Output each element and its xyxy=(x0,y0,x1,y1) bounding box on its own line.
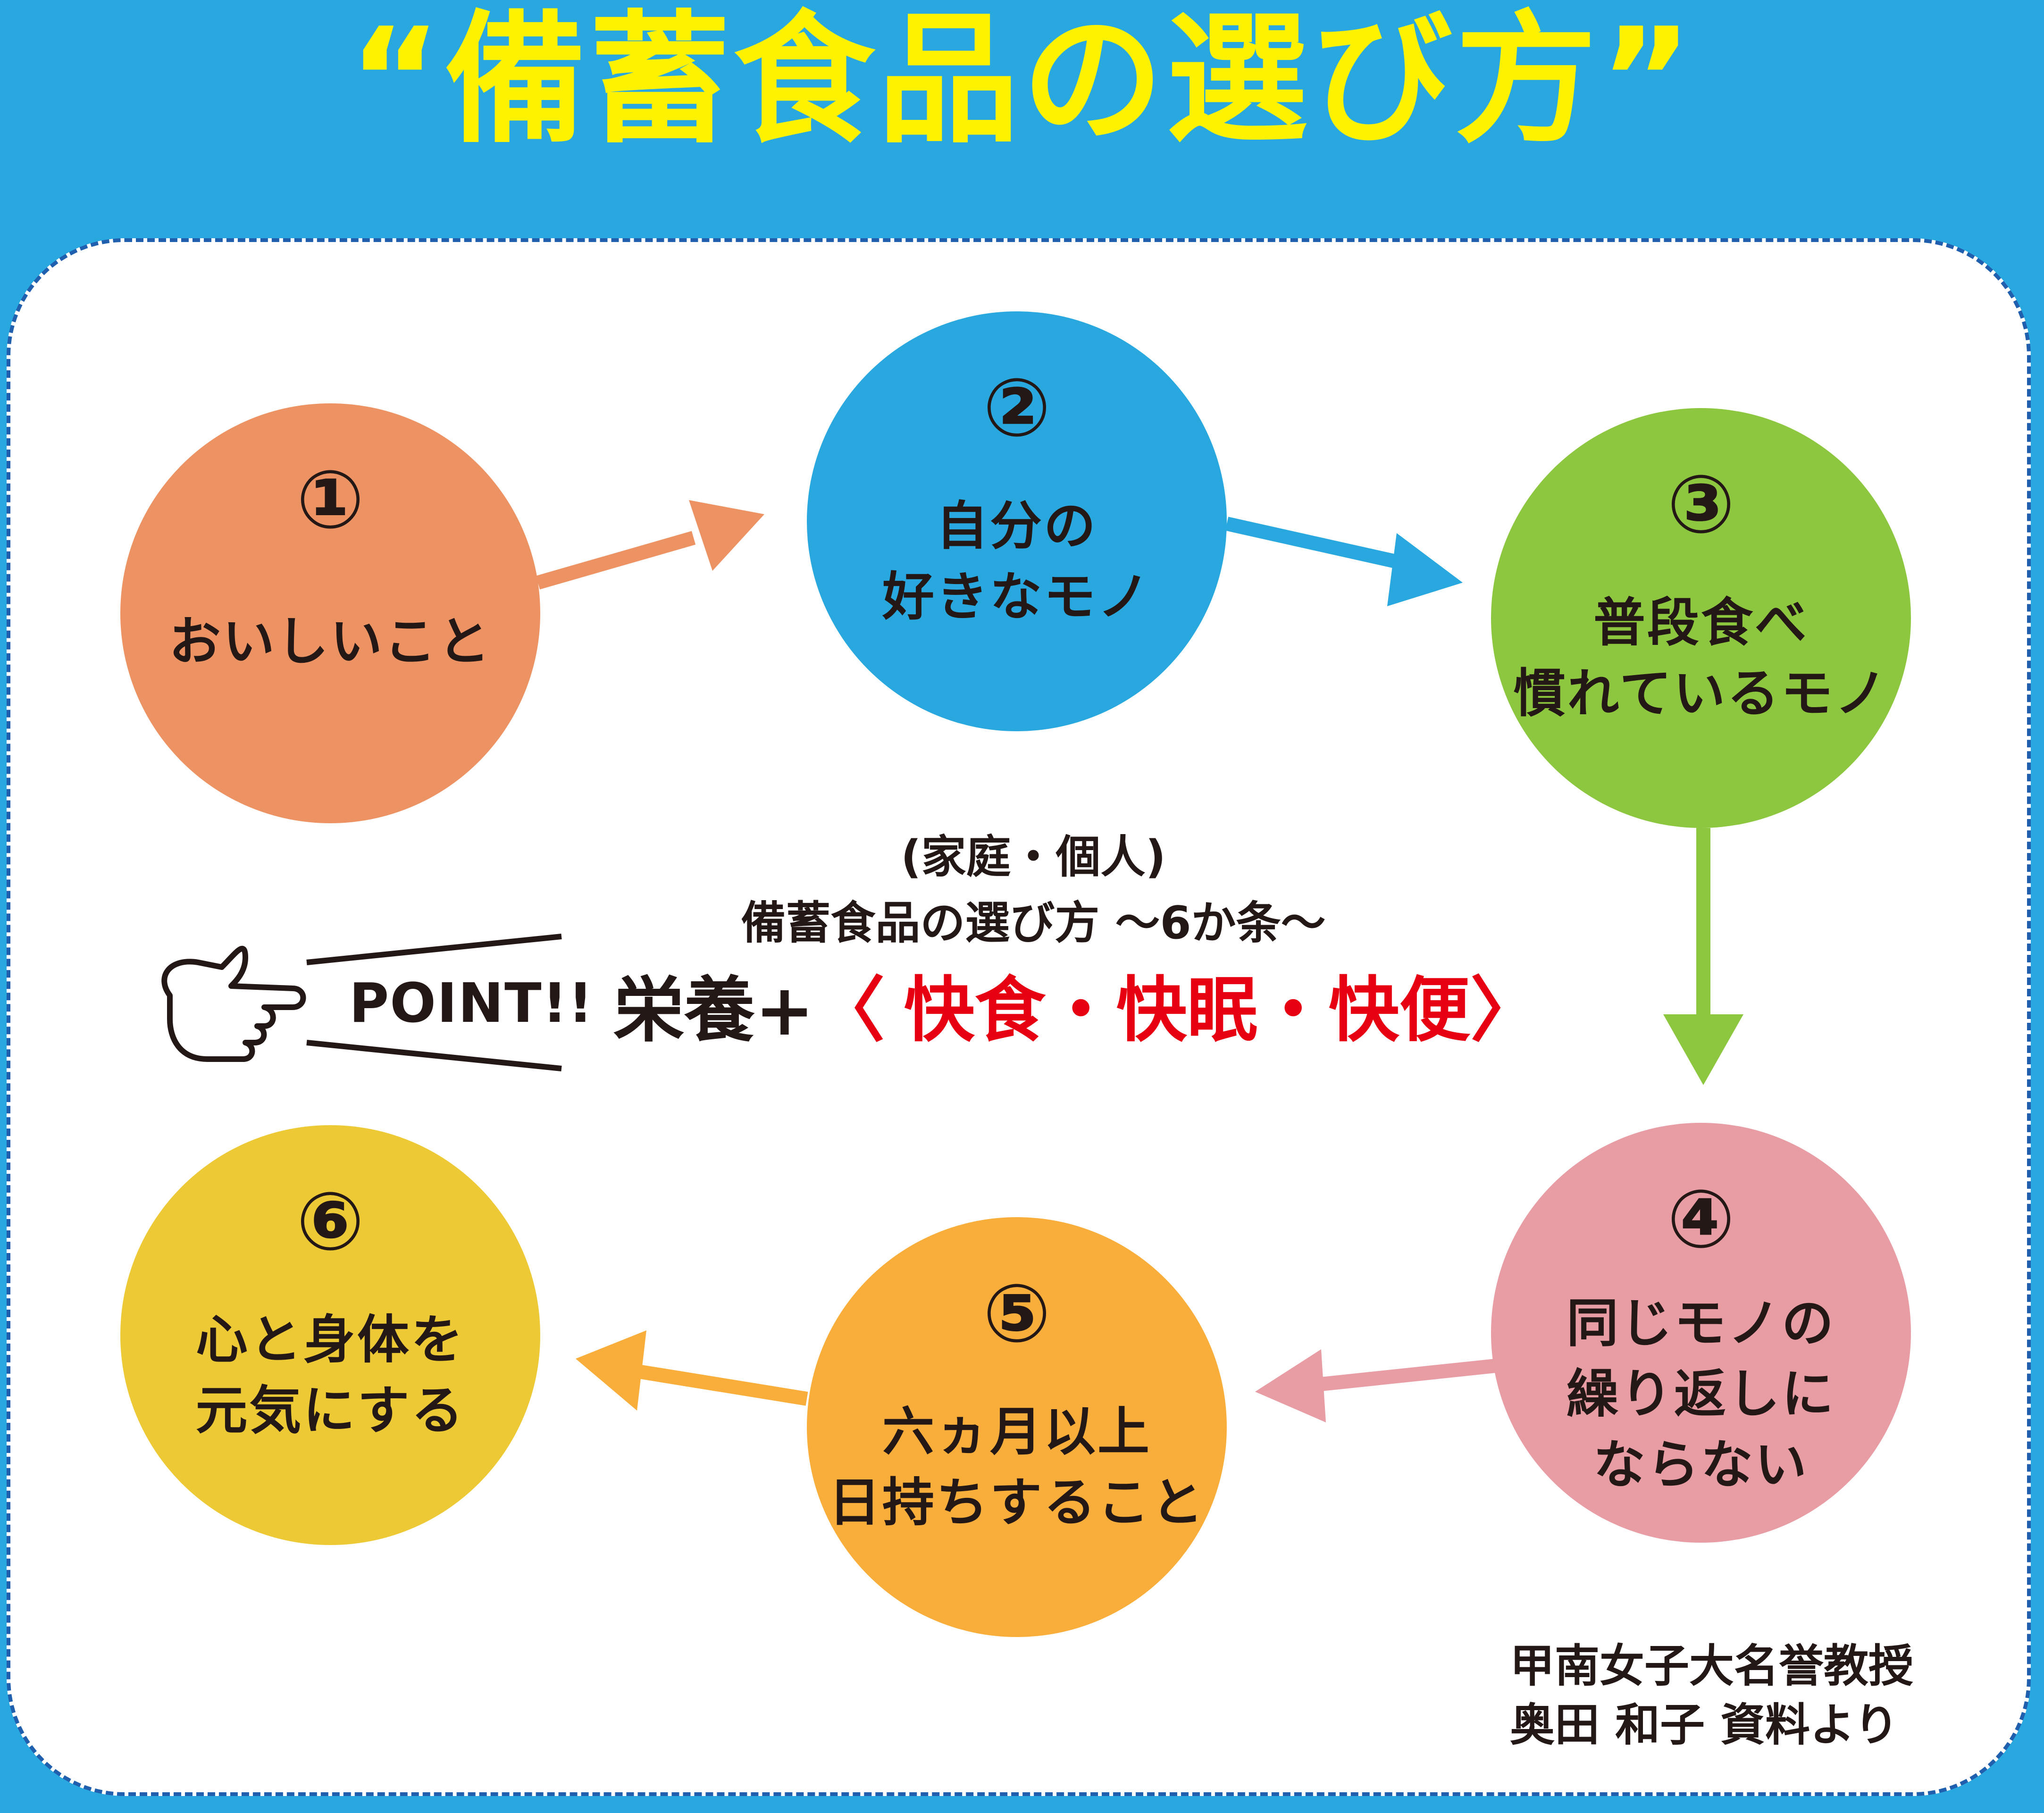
step-6-number: ⑥ xyxy=(296,1175,364,1269)
arrow-2-to-3 xyxy=(1225,517,1463,606)
step-3-circle: ③ 普段食べ 慣れているモノ xyxy=(1491,408,1911,828)
arrow-3-to-4 xyxy=(1663,828,1743,1085)
step-5-circle: ⑤ 六ヵ月以上 日持ちすること xyxy=(807,1217,1227,1637)
step-6-label: 心と身体を 元気にする xyxy=(195,1310,465,1441)
page-title: “備蓄食品の選び方” xyxy=(348,0,1696,162)
step-2-circle: ② 自分の 好きなモノ xyxy=(807,311,1227,731)
step-1-number: ① xyxy=(296,453,364,547)
subtitle-household: (家庭・個人) xyxy=(901,831,1166,883)
step-4-circle: ④ 同じモノの 繰り返しに ならない xyxy=(1491,1123,1911,1543)
nutrition-items: 快食・快眠・快便 xyxy=(904,969,1470,1052)
nutrition-bracket-close: 〉 xyxy=(1470,969,1541,1052)
pointing-hand-icon xyxy=(161,945,306,1062)
step-6-circle: ⑥ 心と身体を 元気にする xyxy=(120,1125,540,1545)
step-3-number: ③ xyxy=(1667,458,1735,551)
step-2-label: 自分の 好きなモノ xyxy=(882,496,1151,627)
point-line-bottom xyxy=(306,1040,562,1071)
step-4-label: 同じモノの 繰り返しに ならない xyxy=(1567,1293,1835,1495)
step-1-circle: ① おいしいこと xyxy=(120,403,540,823)
credit-line-2: 奥田 和子 資料より xyxy=(1510,1699,1899,1751)
nutrition-bracket-open: 〈 xyxy=(814,969,885,1052)
step-5-label: 六ヵ月以上 日持ちすること xyxy=(829,1402,1205,1533)
step-1-label: おいしいこと xyxy=(169,611,492,672)
arrow-4-to-5 xyxy=(1255,1349,1497,1422)
nutrition-prefix: 栄養+ xyxy=(613,969,814,1052)
step-4-number: ④ xyxy=(1667,1173,1735,1266)
arrow-1-to-2 xyxy=(536,500,764,590)
point-line-top xyxy=(306,934,562,965)
credit-line-1: 甲南女子大名誉教授 xyxy=(1510,1640,1914,1692)
subtitle-six-rules: 備蓄食品の選び方 〜6か条〜 xyxy=(741,897,1326,949)
credit: 甲南女子大名誉教授 奥田 和子 資料より xyxy=(1510,1637,1913,1755)
point-label: POINT!! xyxy=(349,972,594,1035)
nutrition-point: 栄養+〈快食・快眠・快便〉 xyxy=(613,953,1541,1055)
step-5-number: ⑤ xyxy=(983,1267,1051,1361)
step-3-label: 普段食べ 慣れているモノ xyxy=(1513,593,1889,724)
arrow-5-to-6 xyxy=(576,1330,808,1411)
step-2-number: ② xyxy=(983,361,1051,455)
